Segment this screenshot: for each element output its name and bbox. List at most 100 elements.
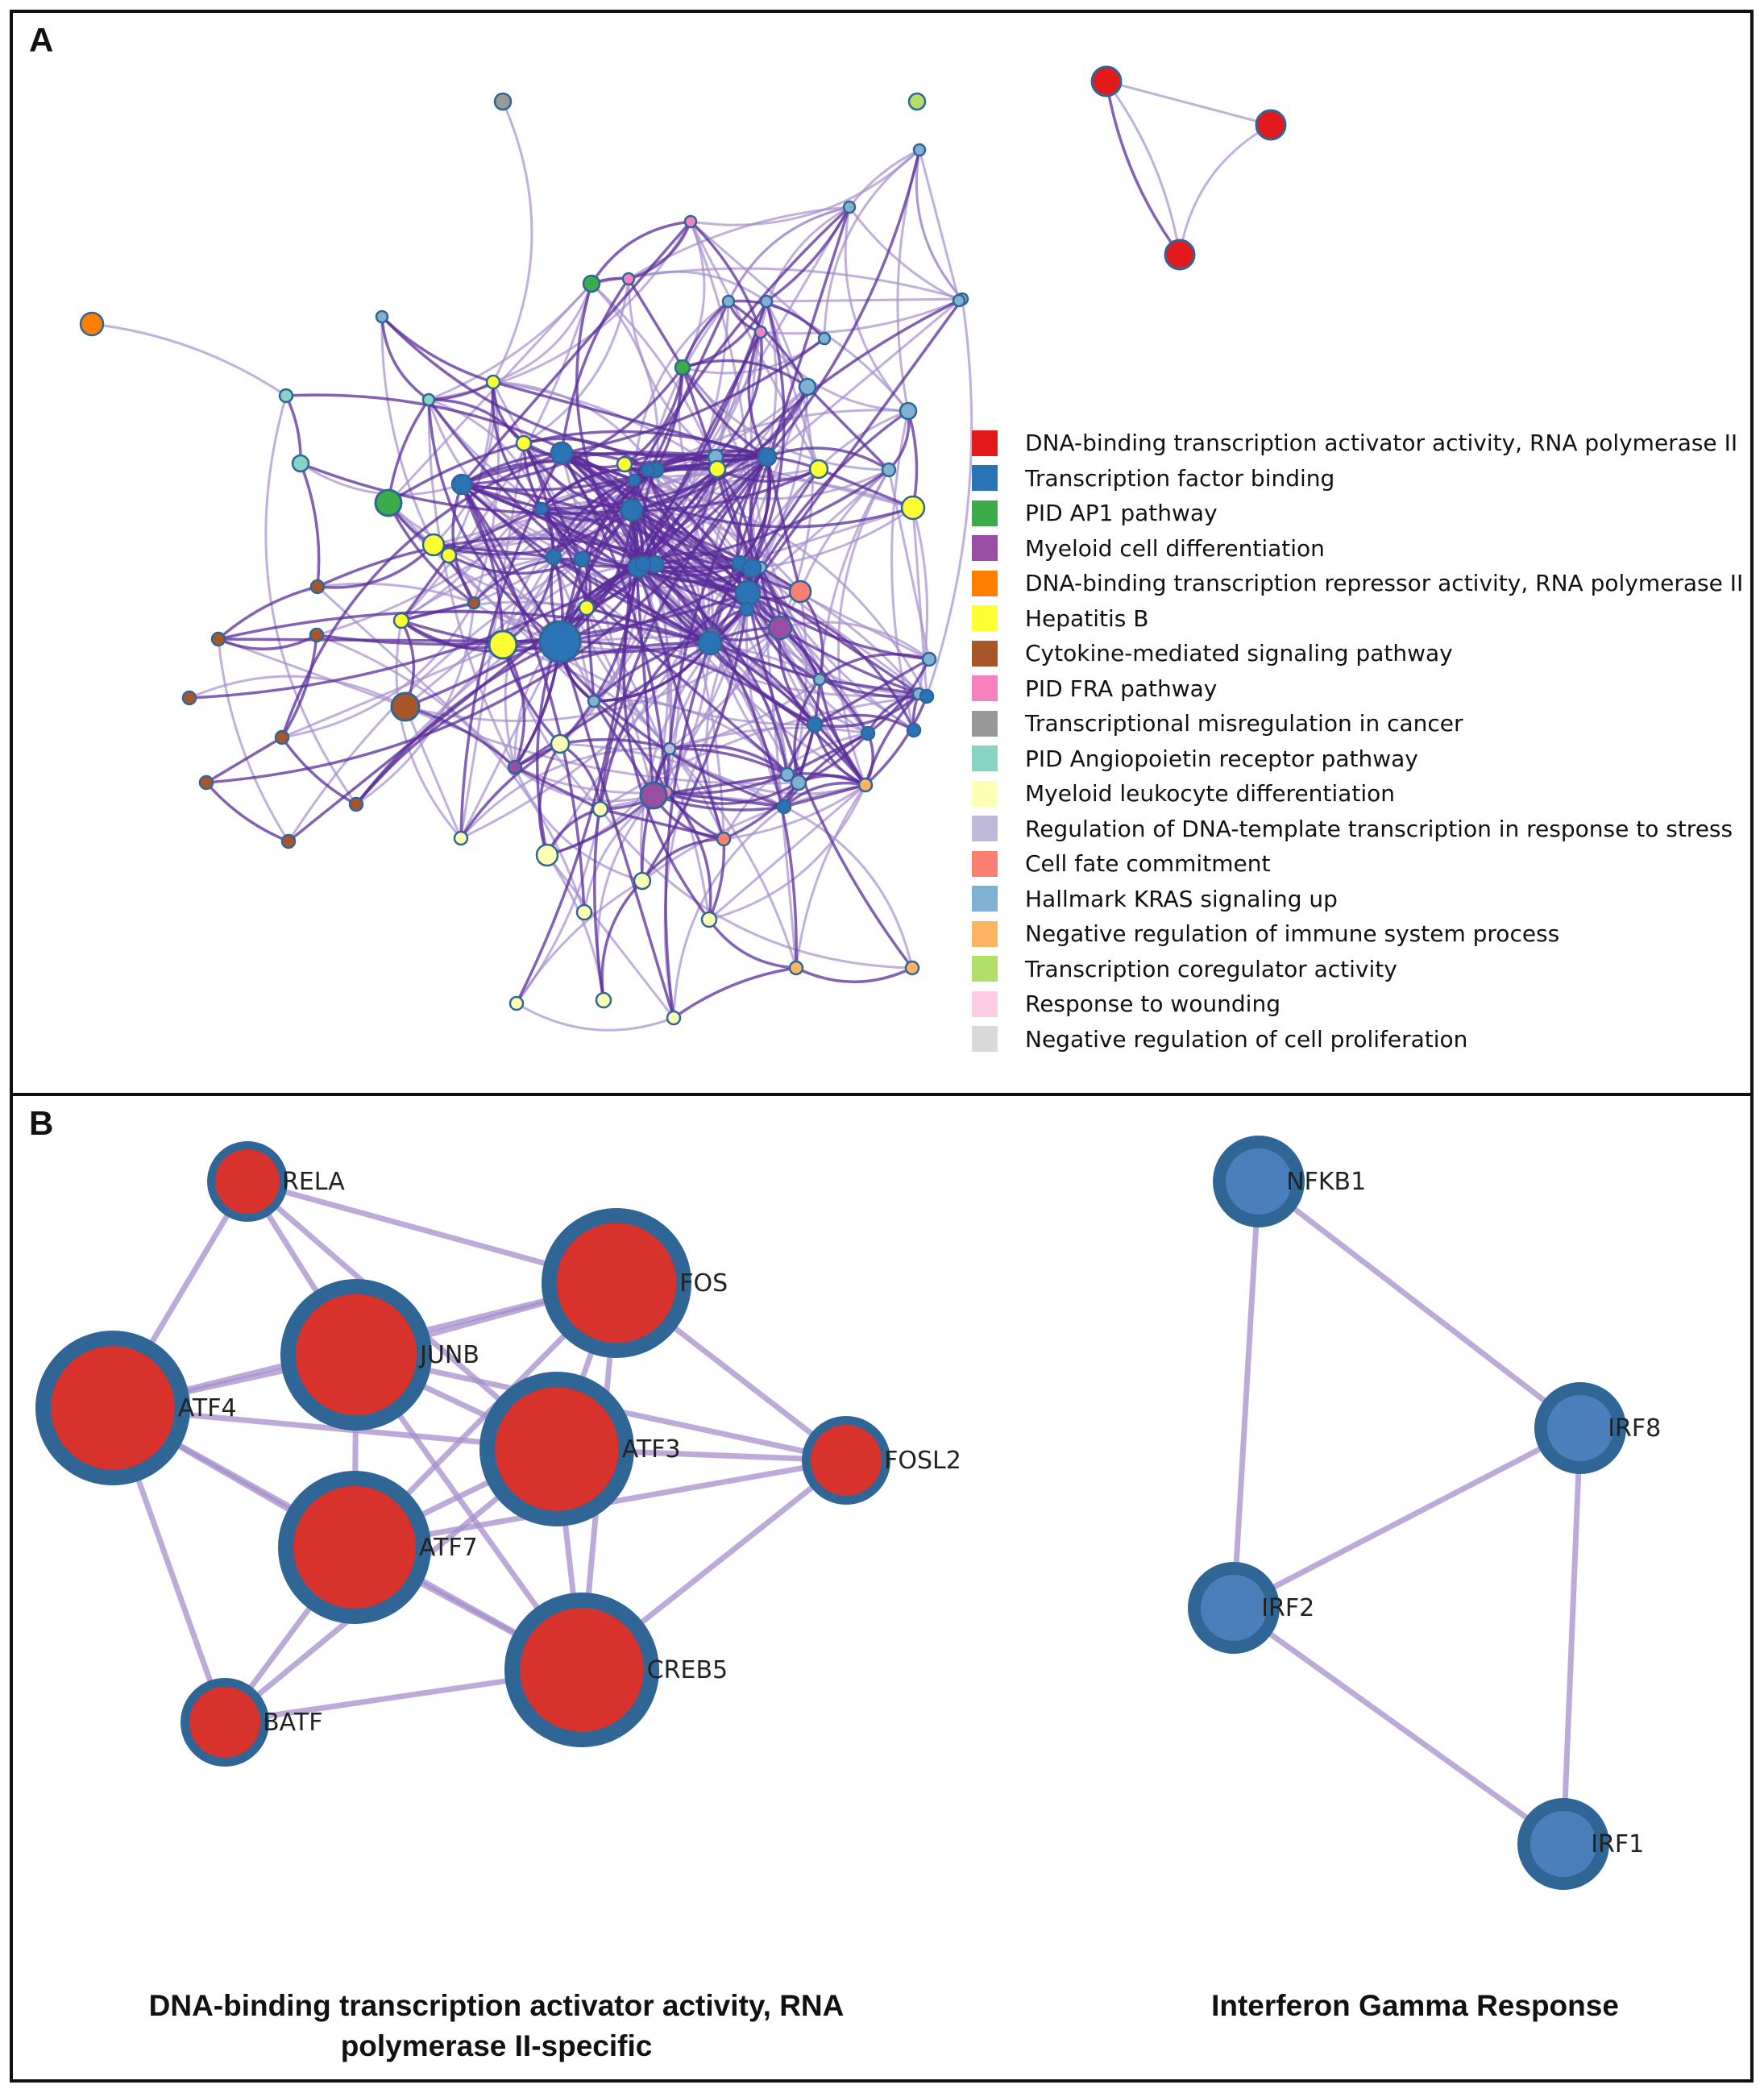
legend-label: Negative regulation of cell proliferatio… bbox=[1025, 1025, 1468, 1053]
network-node bbox=[374, 488, 403, 517]
gene-label: CREB5 bbox=[647, 1656, 728, 1684]
network-node bbox=[440, 546, 458, 564]
legend-swatch bbox=[972, 430, 998, 456]
legend-swatch bbox=[972, 570, 998, 596]
network-edge bbox=[395, 620, 463, 839]
network-edge bbox=[600, 879, 644, 1001]
gene-label: IRF1 bbox=[1591, 1830, 1644, 1858]
network-edge bbox=[728, 299, 826, 340]
panel-b-label: B bbox=[29, 1104, 54, 1142]
legend-label: PID Angiopoietin receptor pathway bbox=[1025, 745, 1418, 772]
legend-item: Hallmark KRAS signaling up bbox=[972, 882, 1745, 917]
network-edge bbox=[433, 543, 596, 702]
network-edge bbox=[630, 509, 711, 645]
network-edge bbox=[782, 781, 866, 808]
network-node bbox=[421, 392, 436, 407]
network-node bbox=[790, 774, 807, 791]
network-edge bbox=[600, 695, 928, 811]
legend-swatch bbox=[972, 500, 998, 526]
network-node bbox=[392, 612, 410, 629]
network-node bbox=[788, 960, 804, 976]
legend-swatch bbox=[972, 956, 998, 982]
network-edge bbox=[189, 566, 639, 700]
network-edge bbox=[428, 398, 525, 445]
network-edge bbox=[461, 366, 684, 486]
network-node bbox=[582, 274, 601, 293]
network-edge bbox=[751, 567, 920, 695]
legend-label: Cytokine-mediated signaling pathway bbox=[1025, 640, 1453, 667]
network-node bbox=[1090, 65, 1123, 98]
network-edge bbox=[747, 592, 870, 734]
network-node bbox=[906, 722, 922, 738]
network-edge bbox=[628, 221, 692, 280]
network-edge bbox=[864, 696, 928, 787]
network-node bbox=[488, 629, 518, 660]
network-node bbox=[1164, 239, 1196, 271]
network-edge bbox=[560, 278, 630, 454]
legend-swatch bbox=[972, 920, 998, 947]
legend-item: Transcription factor binding bbox=[972, 461, 1745, 496]
network-edge bbox=[91, 322, 287, 397]
network-edge bbox=[451, 484, 475, 604]
network-edge bbox=[461, 451, 716, 486]
network-edge bbox=[461, 483, 712, 645]
network-edge bbox=[387, 282, 593, 505]
network-node bbox=[857, 777, 874, 793]
network-edge bbox=[1178, 123, 1272, 255]
network-node bbox=[788, 579, 812, 604]
network-node bbox=[309, 579, 326, 595]
network-node bbox=[767, 615, 793, 641]
network-node bbox=[842, 200, 857, 214]
network-node bbox=[1255, 109, 1287, 141]
network-edge bbox=[387, 502, 475, 604]
network-node bbox=[578, 599, 596, 617]
network-edge bbox=[380, 315, 768, 462]
network-node bbox=[674, 359, 691, 376]
network-edge bbox=[317, 582, 475, 604]
legend-label: DNA-binding transcription activator acti… bbox=[1025, 430, 1738, 457]
network-edge bbox=[766, 149, 921, 459]
gene-label: NFKB1 bbox=[1286, 1168, 1366, 1196]
network-node bbox=[921, 651, 937, 667]
legend-item: Cytokine-mediated signaling pathway bbox=[972, 636, 1745, 671]
network-node bbox=[627, 473, 641, 488]
network-edge bbox=[653, 794, 785, 812]
network-edge bbox=[723, 783, 866, 841]
network-edge bbox=[514, 766, 601, 811]
network-edge bbox=[1106, 80, 1272, 127]
network-edge bbox=[665, 791, 712, 920]
gene-node-atf4: ATF4 bbox=[35, 1331, 237, 1485]
network-edge bbox=[590, 220, 691, 284]
network-edge bbox=[664, 642, 712, 1019]
network-node bbox=[280, 833, 297, 849]
gene-edge bbox=[1231, 1181, 1262, 1609]
network-edge bbox=[709, 642, 867, 786]
network-edge bbox=[631, 467, 820, 512]
network-edge bbox=[637, 567, 725, 840]
network-edge bbox=[281, 643, 504, 739]
legend-item: Transcription coregulator activity bbox=[972, 952, 1745, 987]
network-edge bbox=[641, 783, 866, 882]
legend-label: Transcription factor binding bbox=[1025, 464, 1335, 492]
network-edge bbox=[472, 557, 583, 604]
network-node bbox=[666, 1010, 682, 1026]
gene-node-nfkb1: NFKB1 bbox=[1213, 1136, 1366, 1227]
gene-label: IRF2 bbox=[1261, 1594, 1314, 1622]
gene-label: ATF3 bbox=[622, 1435, 681, 1464]
network-edge bbox=[284, 395, 302, 464]
network-node bbox=[291, 454, 310, 473]
network-node bbox=[912, 143, 927, 157]
network-edge bbox=[782, 732, 869, 808]
gene-node-creb5: CREB5 bbox=[504, 1593, 728, 1747]
network-edge bbox=[546, 794, 655, 857]
network-edge bbox=[747, 592, 915, 731]
network-node bbox=[79, 311, 105, 337]
network-node bbox=[700, 911, 718, 928]
network-node bbox=[812, 672, 827, 687]
network-node bbox=[708, 459, 727, 479]
network-edge bbox=[516, 1002, 674, 1032]
network-edge bbox=[750, 468, 820, 569]
network-node bbox=[640, 462, 656, 478]
network-node bbox=[621, 272, 636, 286]
network-node bbox=[881, 462, 897, 478]
